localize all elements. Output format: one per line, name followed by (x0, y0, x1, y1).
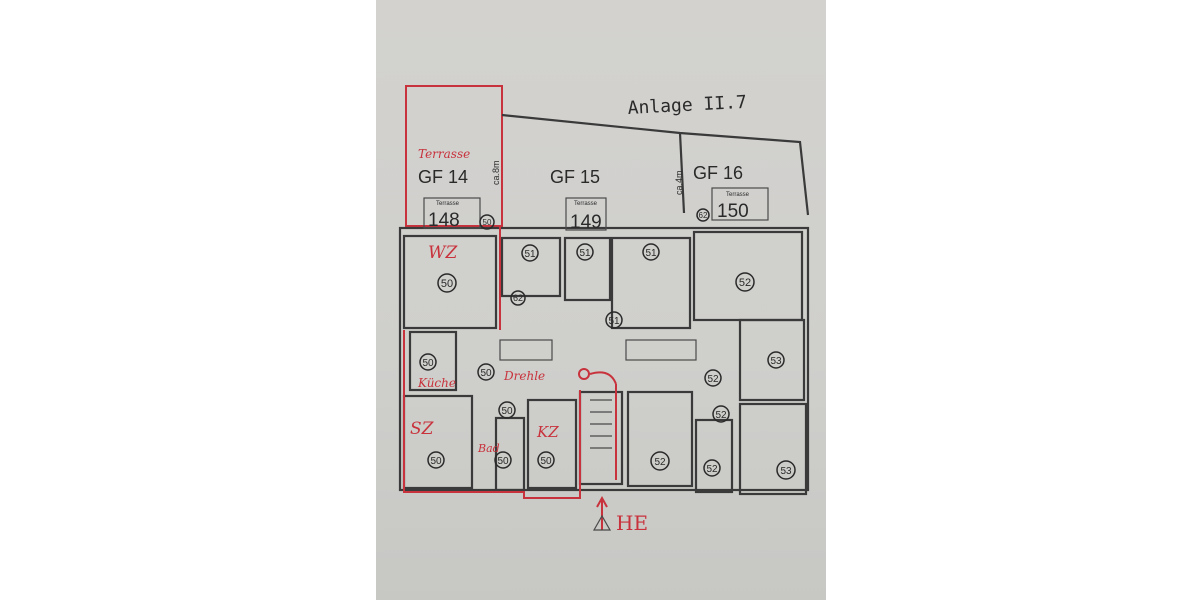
room-number-marker: 52 (704, 369, 722, 387)
room-number-marker: 51 (605, 311, 623, 329)
room-number-markers: 50 51 51 51 52 50 62 51 50 50 50 50 50 5… (419, 208, 796, 480)
room-number-marker: 50 (494, 451, 512, 469)
annotation-wz-top: WZ (428, 243, 458, 263)
marker-circle (578, 368, 590, 380)
room-number-marker: 52 (712, 405, 730, 423)
svg-text:50: 50 (483, 218, 492, 227)
svg-text:50: 50 (422, 358, 434, 369)
terrace-label-149: Terrasse (574, 201, 598, 207)
room-walls (402, 230, 808, 496)
room-number-marker: 50 (479, 214, 495, 230)
annotation-bath: Bad (477, 442, 500, 455)
plot-label-gf16: GF 16 (693, 163, 743, 183)
svg-text:50: 50 (441, 278, 453, 290)
svg-text:53: 53 (770, 356, 782, 367)
building-outline (398, 226, 810, 492)
room-number-marker: 51 (576, 243, 594, 261)
annotation-terrace: Terrasse (418, 147, 470, 161)
terrace-148 (423, 197, 481, 229)
room-number-marker: 50 (427, 451, 445, 469)
terrace-150 (711, 187, 769, 221)
annotation-kitchen: Küche (417, 376, 456, 390)
room-number-marker: 51 (642, 243, 660, 261)
svg-text:52: 52 (715, 410, 727, 421)
svg-text:50: 50 (540, 456, 552, 467)
plot-number-148: 148 (428, 210, 460, 231)
gf15-gf16-plot-outline (501, 113, 810, 216)
svg-text:52: 52 (706, 464, 718, 475)
svg-text:50: 50 (430, 456, 442, 467)
room-number-marker: 50 (537, 451, 555, 469)
plot-divider (678, 132, 686, 214)
gf14-unit-outline (403, 330, 581, 499)
room-number-marker: 53 (767, 351, 785, 369)
terrace-149 (565, 197, 607, 231)
svg-text:50: 50 (480, 368, 492, 379)
room-number-marker: 50 (477, 363, 495, 381)
room-number-marker: 51 (521, 244, 539, 262)
entrance-arrow-icon (592, 495, 612, 531)
room-number-marker: 53 (776, 460, 796, 480)
gf14-plot-outline (405, 85, 503, 227)
svg-text:52: 52 (739, 277, 751, 289)
plot-label-gf14: GF 14 (418, 167, 468, 187)
svg-text:50: 50 (497, 456, 509, 467)
plot-label-gf15: GF 15 (550, 167, 600, 187)
room-number-marker: 50 (498, 401, 516, 419)
room-number-marker: 52 (650, 451, 670, 471)
annotation-sz: SZ (410, 419, 435, 439)
svg-text:51: 51 (608, 316, 620, 327)
room-number-marker: 50 (437, 273, 457, 293)
terrace-label-150: Terrasse (726, 192, 750, 198)
svg-text:51: 51 (645, 248, 657, 259)
document-title: Anlage II.7 (627, 92, 747, 119)
room-number-marker: 62 (510, 290, 526, 306)
svg-text:62: 62 (699, 211, 708, 220)
svg-text:52: 52 (707, 374, 719, 385)
plot-number-150: 150 (717, 201, 749, 222)
annotation-hall: Drehle (503, 369, 545, 383)
annotation-kz: KZ (536, 423, 559, 441)
annotation-entrance: HE (616, 511, 648, 535)
dimension-gf15: ca.4m (674, 170, 684, 195)
svg-text:52: 52 (654, 457, 666, 468)
svg-text:51: 51 (524, 249, 536, 260)
room-number-marker: 52 (703, 459, 721, 477)
svg-text:50: 50 (501, 406, 513, 417)
room-number-marker: 50 (419, 353, 437, 371)
room-number-marker: 52 (735, 272, 755, 292)
svg-text:51: 51 (579, 248, 591, 259)
svg-text:53: 53 (780, 466, 792, 477)
staircase-arc (589, 371, 617, 385)
room-number-marker: 62 (696, 208, 710, 222)
dimension-gf14: ca.8m (491, 160, 501, 185)
plot-number-149: 149 (570, 212, 602, 233)
svg-text:62: 62 (513, 293, 523, 303)
terrace-label-148: Terrasse (436, 201, 460, 207)
